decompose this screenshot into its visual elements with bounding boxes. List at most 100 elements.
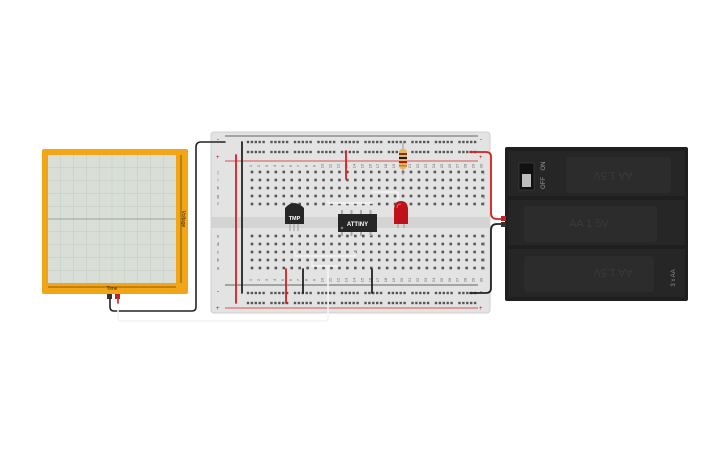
breadboard-hole[interactable] [306, 186, 309, 190]
rail-hole[interactable] [282, 150, 285, 154]
rail-hole[interactable] [415, 301, 418, 305]
rail-hole[interactable] [309, 150, 312, 154]
rail-hole[interactable] [419, 291, 422, 295]
rail-hole[interactable] [434, 301, 438, 305]
breadboard-hole[interactable] [457, 194, 460, 198]
battery-pack[interactable]: AA 1.5V AA 1.5V AA 1.5V OFF ON 3 x AA [501, 147, 688, 301]
breadboard-hole[interactable] [266, 170, 270, 174]
rail-hole[interactable] [415, 140, 418, 144]
rail-hole[interactable] [332, 140, 336, 144]
rail-hole[interactable] [426, 291, 430, 295]
rail-hole[interactable] [325, 140, 328, 144]
rail-hole[interactable] [340, 301, 344, 305]
rail-hole[interactable] [246, 291, 250, 295]
rail-hole[interactable] [352, 140, 355, 144]
rail-hole[interactable] [419, 301, 422, 305]
rail-hole[interactable] [344, 301, 348, 305]
breadboard-hole[interactable] [322, 250, 325, 254]
breadboard-hole[interactable] [417, 186, 421, 190]
breadboard-hole[interactable] [258, 202, 262, 206]
rail-hole[interactable] [364, 301, 367, 305]
rail-hole[interactable] [285, 140, 289, 144]
breadboard-hole[interactable] [282, 250, 286, 254]
breadboard-hole[interactable] [425, 194, 429, 198]
rail-hole[interactable] [274, 140, 277, 144]
rail-hole[interactable] [473, 140, 477, 144]
rail-hole[interactable] [246, 301, 250, 305]
power-switch-knob[interactable] [522, 174, 531, 187]
breadboard-hole[interactable] [362, 258, 365, 262]
rail-hole[interactable] [391, 291, 395, 295]
breadboard-hole[interactable] [266, 194, 270, 198]
rail-hole[interactable] [372, 291, 375, 295]
breadboard-hole[interactable] [346, 234, 349, 238]
rail-hole[interactable] [356, 301, 359, 305]
rail-hole[interactable] [278, 140, 281, 144]
rail-hole[interactable] [426, 140, 430, 144]
breadboard-hole[interactable] [362, 242, 365, 246]
breadboard-hole[interactable] [314, 194, 317, 198]
breadboard-hole[interactable] [465, 266, 468, 270]
breadboard-hole[interactable] [409, 194, 413, 198]
breadboard-hole[interactable] [338, 258, 341, 262]
breadboard-hole[interactable] [457, 178, 460, 182]
breadboard-hole[interactable] [266, 234, 270, 238]
wire-white-top-jumper-2[interactable] [371, 191, 399, 201]
rail-hole[interactable] [301, 301, 304, 305]
breadboard-hole[interactable] [433, 186, 437, 190]
rail-hole[interactable] [364, 291, 367, 295]
breadboard-hole[interactable] [266, 178, 270, 182]
rail-hole[interactable] [415, 150, 418, 154]
breadboard-hole[interactable] [330, 258, 333, 262]
breadboard-hole[interactable] [274, 170, 278, 174]
breadboard-hole[interactable] [481, 234, 484, 238]
breadboard-hole[interactable] [481, 250, 484, 254]
breadboard-hole[interactable] [481, 266, 484, 270]
rail-hole[interactable] [442, 140, 445, 144]
rail-hole[interactable] [434, 291, 438, 295]
breadboard-hole[interactable] [354, 234, 357, 238]
breadboard-hole[interactable] [354, 202, 357, 206]
breadboard-hole[interactable] [338, 202, 341, 206]
breadboard-hole[interactable] [433, 234, 437, 238]
breadboard-hole[interactable] [481, 186, 484, 190]
breadboard-hole[interactable] [449, 234, 453, 238]
rail-hole[interactable] [285, 291, 289, 295]
rail-hole[interactable] [387, 140, 391, 144]
led[interactable] [394, 201, 408, 228]
rail-hole[interactable] [348, 291, 351, 295]
temperature-sensor[interactable]: TMP [285, 203, 304, 231]
rail-hole[interactable] [462, 301, 465, 305]
breadboard-hole[interactable] [441, 234, 445, 238]
breadboard-hole[interactable] [433, 178, 437, 182]
breadboard-hole[interactable] [250, 194, 254, 198]
breadboard-hole[interactable] [377, 194, 381, 198]
breadboard-hole[interactable] [362, 186, 365, 190]
rail-hole[interactable] [309, 301, 312, 305]
rail-hole[interactable] [423, 291, 426, 295]
rail-hole[interactable] [426, 150, 430, 154]
breadboard-hole[interactable] [401, 266, 405, 270]
breadboard-hole[interactable] [441, 186, 445, 190]
breadboard-hole[interactable] [465, 202, 468, 206]
breadboard-hole[interactable] [441, 178, 445, 182]
breadboard-hole[interactable] [362, 202, 365, 206]
breadboard-hole[interactable] [258, 266, 262, 270]
rail-hole[interactable] [473, 301, 477, 305]
breadboard-hole[interactable] [314, 234, 317, 238]
breadboard-hole[interactable] [473, 258, 476, 262]
rail-hole[interactable] [305, 150, 308, 154]
breadboard-hole[interactable] [314, 186, 317, 190]
breadboard-hole[interactable] [441, 266, 445, 270]
breadboard-hole[interactable] [409, 202, 413, 206]
breadboard-hole[interactable] [465, 234, 468, 238]
rail-hole[interactable] [325, 150, 328, 154]
rail-hole[interactable] [305, 140, 308, 144]
breadboard-hole[interactable] [473, 178, 476, 182]
rail-hole[interactable] [372, 140, 375, 144]
rail-hole[interactable] [466, 301, 469, 305]
rail-hole[interactable] [254, 301, 257, 305]
breadboard-hole[interactable] [393, 194, 397, 198]
breadboard-hole[interactable] [377, 250, 381, 254]
breadboard-hole[interactable] [274, 258, 278, 262]
